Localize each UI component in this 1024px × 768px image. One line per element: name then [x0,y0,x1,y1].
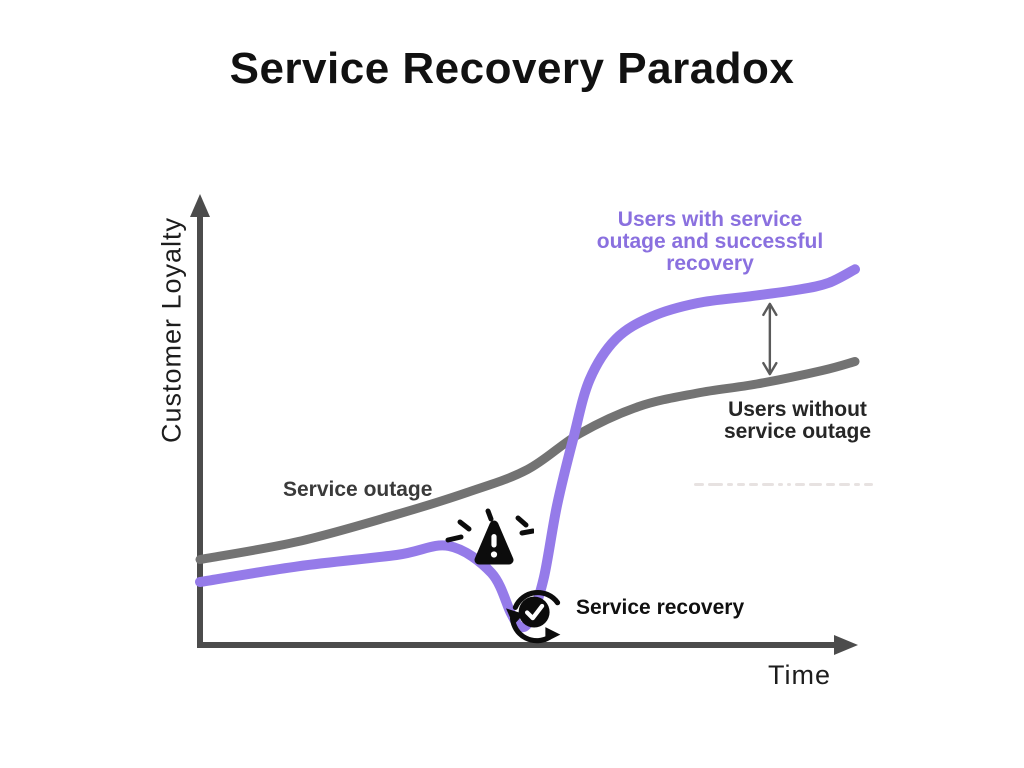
ghost-dash [694,482,704,486]
label-users-with-outage: Users with service outage and successful… [545,209,875,275]
label-line: Users without [728,398,867,421]
ghost-dash [854,482,860,486]
ghost-dash [737,482,745,486]
check-mark [524,603,545,621]
double-headed-arrow [762,302,778,376]
y-axis-arrowhead-icon [190,194,210,217]
ghost-dash [727,482,733,486]
check-circle [518,596,550,628]
x-axis-arrowhead-icon [834,635,858,655]
x-axis [197,635,858,655]
ghost-dash [809,482,822,486]
ghost-dash [778,482,783,486]
warning-spark-lines [445,508,534,543]
label-line: recovery [666,252,754,275]
y-axis [190,194,210,648]
ghost-dash [826,482,835,486]
curve-users-with-outage-recovery [195,264,860,633]
ghost-dash [864,482,873,486]
ghost-dash [708,482,723,486]
label-service-outage: Service outage [283,478,433,501]
y-axis-label: Customer Loyalty [156,216,187,444]
cycle-arrowhead-bottom-right [545,627,561,643]
label-users-without-outage: Users without service outage [690,399,905,443]
warning-triangle-icon [445,508,534,565]
ghost-dash [762,482,774,486]
gap-arrow-head-top [762,302,778,317]
x-axis-label: Time [768,660,831,690]
ghost-dash [749,482,758,486]
ghost-text-artifact [694,481,873,487]
recovery-cycle-check-icon [506,590,561,644]
gap-arrow-head-bottom [762,361,778,376]
warning-exclamation-bar [491,534,497,548]
label-line: outage and successful [596,230,824,253]
warning-exclamation-dot [490,551,498,558]
ghost-dash [839,482,850,486]
label-service-recovery: Service recovery [576,596,745,619]
ghost-dash [795,482,805,486]
ghost-dash [787,482,791,486]
page-title: Service Recovery Paradox [229,44,795,93]
label-line: service outage [723,420,872,443]
label-line: Users with service [617,208,803,231]
